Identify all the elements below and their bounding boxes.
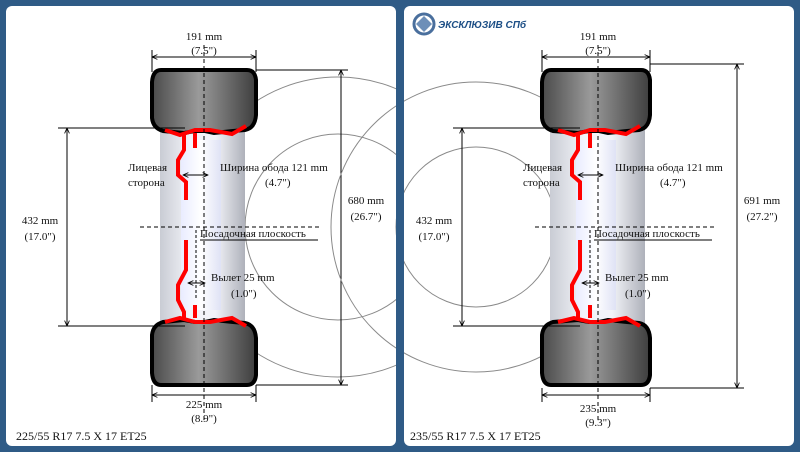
offset-label: Вылет 25 mm bbox=[605, 272, 669, 284]
rim-width-label: Ширина обода 121 mm bbox=[615, 162, 723, 174]
caption-left: 225/55 R17 7.5 X 17 ET25 bbox=[16, 429, 147, 443]
rim-width-in: (4.7") bbox=[265, 177, 291, 189]
face-side-label-2: сторона bbox=[523, 177, 560, 189]
face-side-label-2: сторона bbox=[128, 177, 165, 189]
logo-text: ЭКСКЛЮЗИВ СПб bbox=[438, 19, 527, 31]
face-side-label-1: Лицевая bbox=[128, 162, 167, 174]
panel-right: ЭКСКЛЮЗИВ СПб 191 mm (7.5") 432 mm (17.0… bbox=[330, 6, 794, 446]
rim-diameter-mm: 432 mm bbox=[22, 215, 59, 227]
top-width-in: (7.5") bbox=[585, 45, 611, 57]
rim-diameter-in: (17.0") bbox=[418, 231, 449, 243]
mount-plane-label: Посадочная плоскость bbox=[594, 228, 700, 240]
caption-right: 235/55 R17 7.5 X 17 ET25 bbox=[410, 429, 541, 443]
rim-diameter-in: (17.0") bbox=[24, 231, 55, 243]
tire-width-mm: 225 mm bbox=[186, 399, 223, 411]
outer-diameter-in: (26.7") bbox=[350, 211, 381, 223]
top-width-in: (7.5") bbox=[191, 45, 217, 57]
rim-profile bbox=[164, 124, 247, 200]
mount-plane-label: Посадочная плоскость bbox=[200, 228, 306, 240]
top-width-mm: 191 mm bbox=[186, 31, 223, 43]
tire-bottom bbox=[540, 317, 652, 387]
brand-logo: ЭКСКЛЮЗИВ СПб bbox=[412, 12, 527, 36]
tire-width-mm: 235 mm bbox=[580, 403, 617, 415]
offset-label: Вылет 25 mm bbox=[211, 272, 275, 284]
tire-width-in: (8.9") bbox=[191, 413, 217, 425]
outer-diameter-in: (27.2") bbox=[746, 211, 777, 223]
wheel-body bbox=[150, 68, 258, 387]
rim-width-in: (4.7") bbox=[660, 177, 686, 189]
tire-width-in: (9.3") bbox=[585, 417, 611, 429]
wheel-body bbox=[540, 68, 652, 387]
face-side-label-1: Лицевая bbox=[523, 162, 562, 174]
tire-top bbox=[540, 68, 652, 136]
panel-left: 191 mm (7.5") 432 mm (17.0") 680 mm (26.… bbox=[6, 6, 489, 446]
offset-in: (1.0") bbox=[231, 288, 257, 300]
rim-diameter-mm: 432 mm bbox=[416, 215, 453, 227]
outer-diameter-mm: 691 mm bbox=[744, 195, 781, 207]
outer-diameter-mm: 680 mm bbox=[348, 195, 385, 207]
logo-icon bbox=[412, 12, 436, 36]
offset-in: (1.0") bbox=[625, 288, 651, 300]
top-width-mm: 191 mm bbox=[580, 31, 617, 43]
rim-width-label: Ширина обода 121 mm bbox=[220, 162, 328, 174]
